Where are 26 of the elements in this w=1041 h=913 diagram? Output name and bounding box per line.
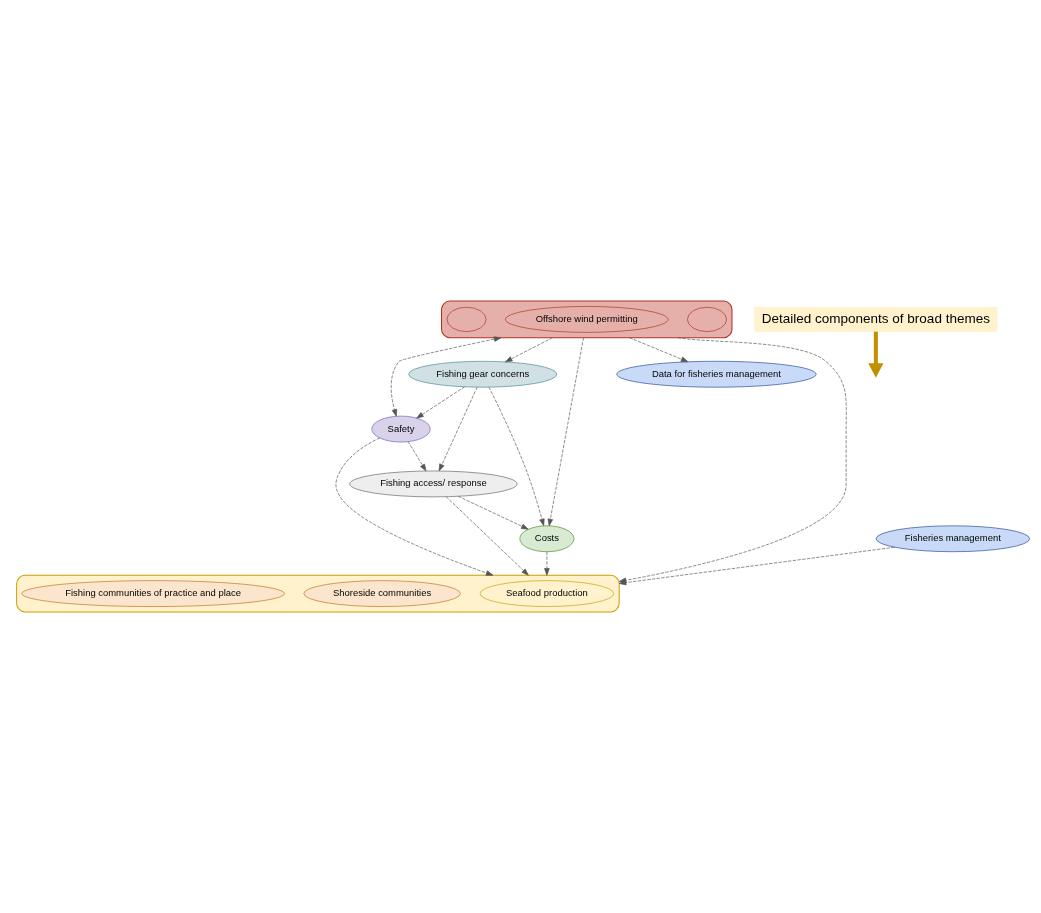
arrow (547, 337, 584, 527)
node-ellipse: Fishing communities of practice and place (21, 580, 285, 607)
node-ellipse (687, 306, 727, 332)
arrow (407, 441, 427, 472)
node-ellipse: Data for fisheries management (616, 360, 817, 388)
arrow (488, 386, 545, 527)
cluster (16, 574, 620, 613)
node-ellipse: Shoreside communities (303, 580, 461, 607)
node-ellipse (446, 306, 487, 332)
arrow (445, 496, 529, 576)
node-ellipse: Fishing gear concerns (408, 360, 558, 388)
arrow (335, 437, 494, 576)
node-ellipse: Offshore wind permitting (505, 306, 669, 333)
arrow (505, 337, 553, 363)
cluster (441, 300, 733, 339)
arrow (629, 337, 689, 363)
node-ellipse: Seafood production (479, 580, 615, 607)
arrow (438, 386, 478, 472)
node-ellipse: Safety (371, 415, 431, 443)
node-ellipse: Fisheries management (875, 525, 1030, 553)
arrow (458, 496, 529, 530)
arrow (390, 336, 502, 417)
node-box: Detailed components of broad themes (754, 306, 998, 332)
arrow (544, 551, 550, 576)
node-ellipse: Fishing access/ response (349, 470, 518, 498)
arrow (416, 386, 465, 419)
